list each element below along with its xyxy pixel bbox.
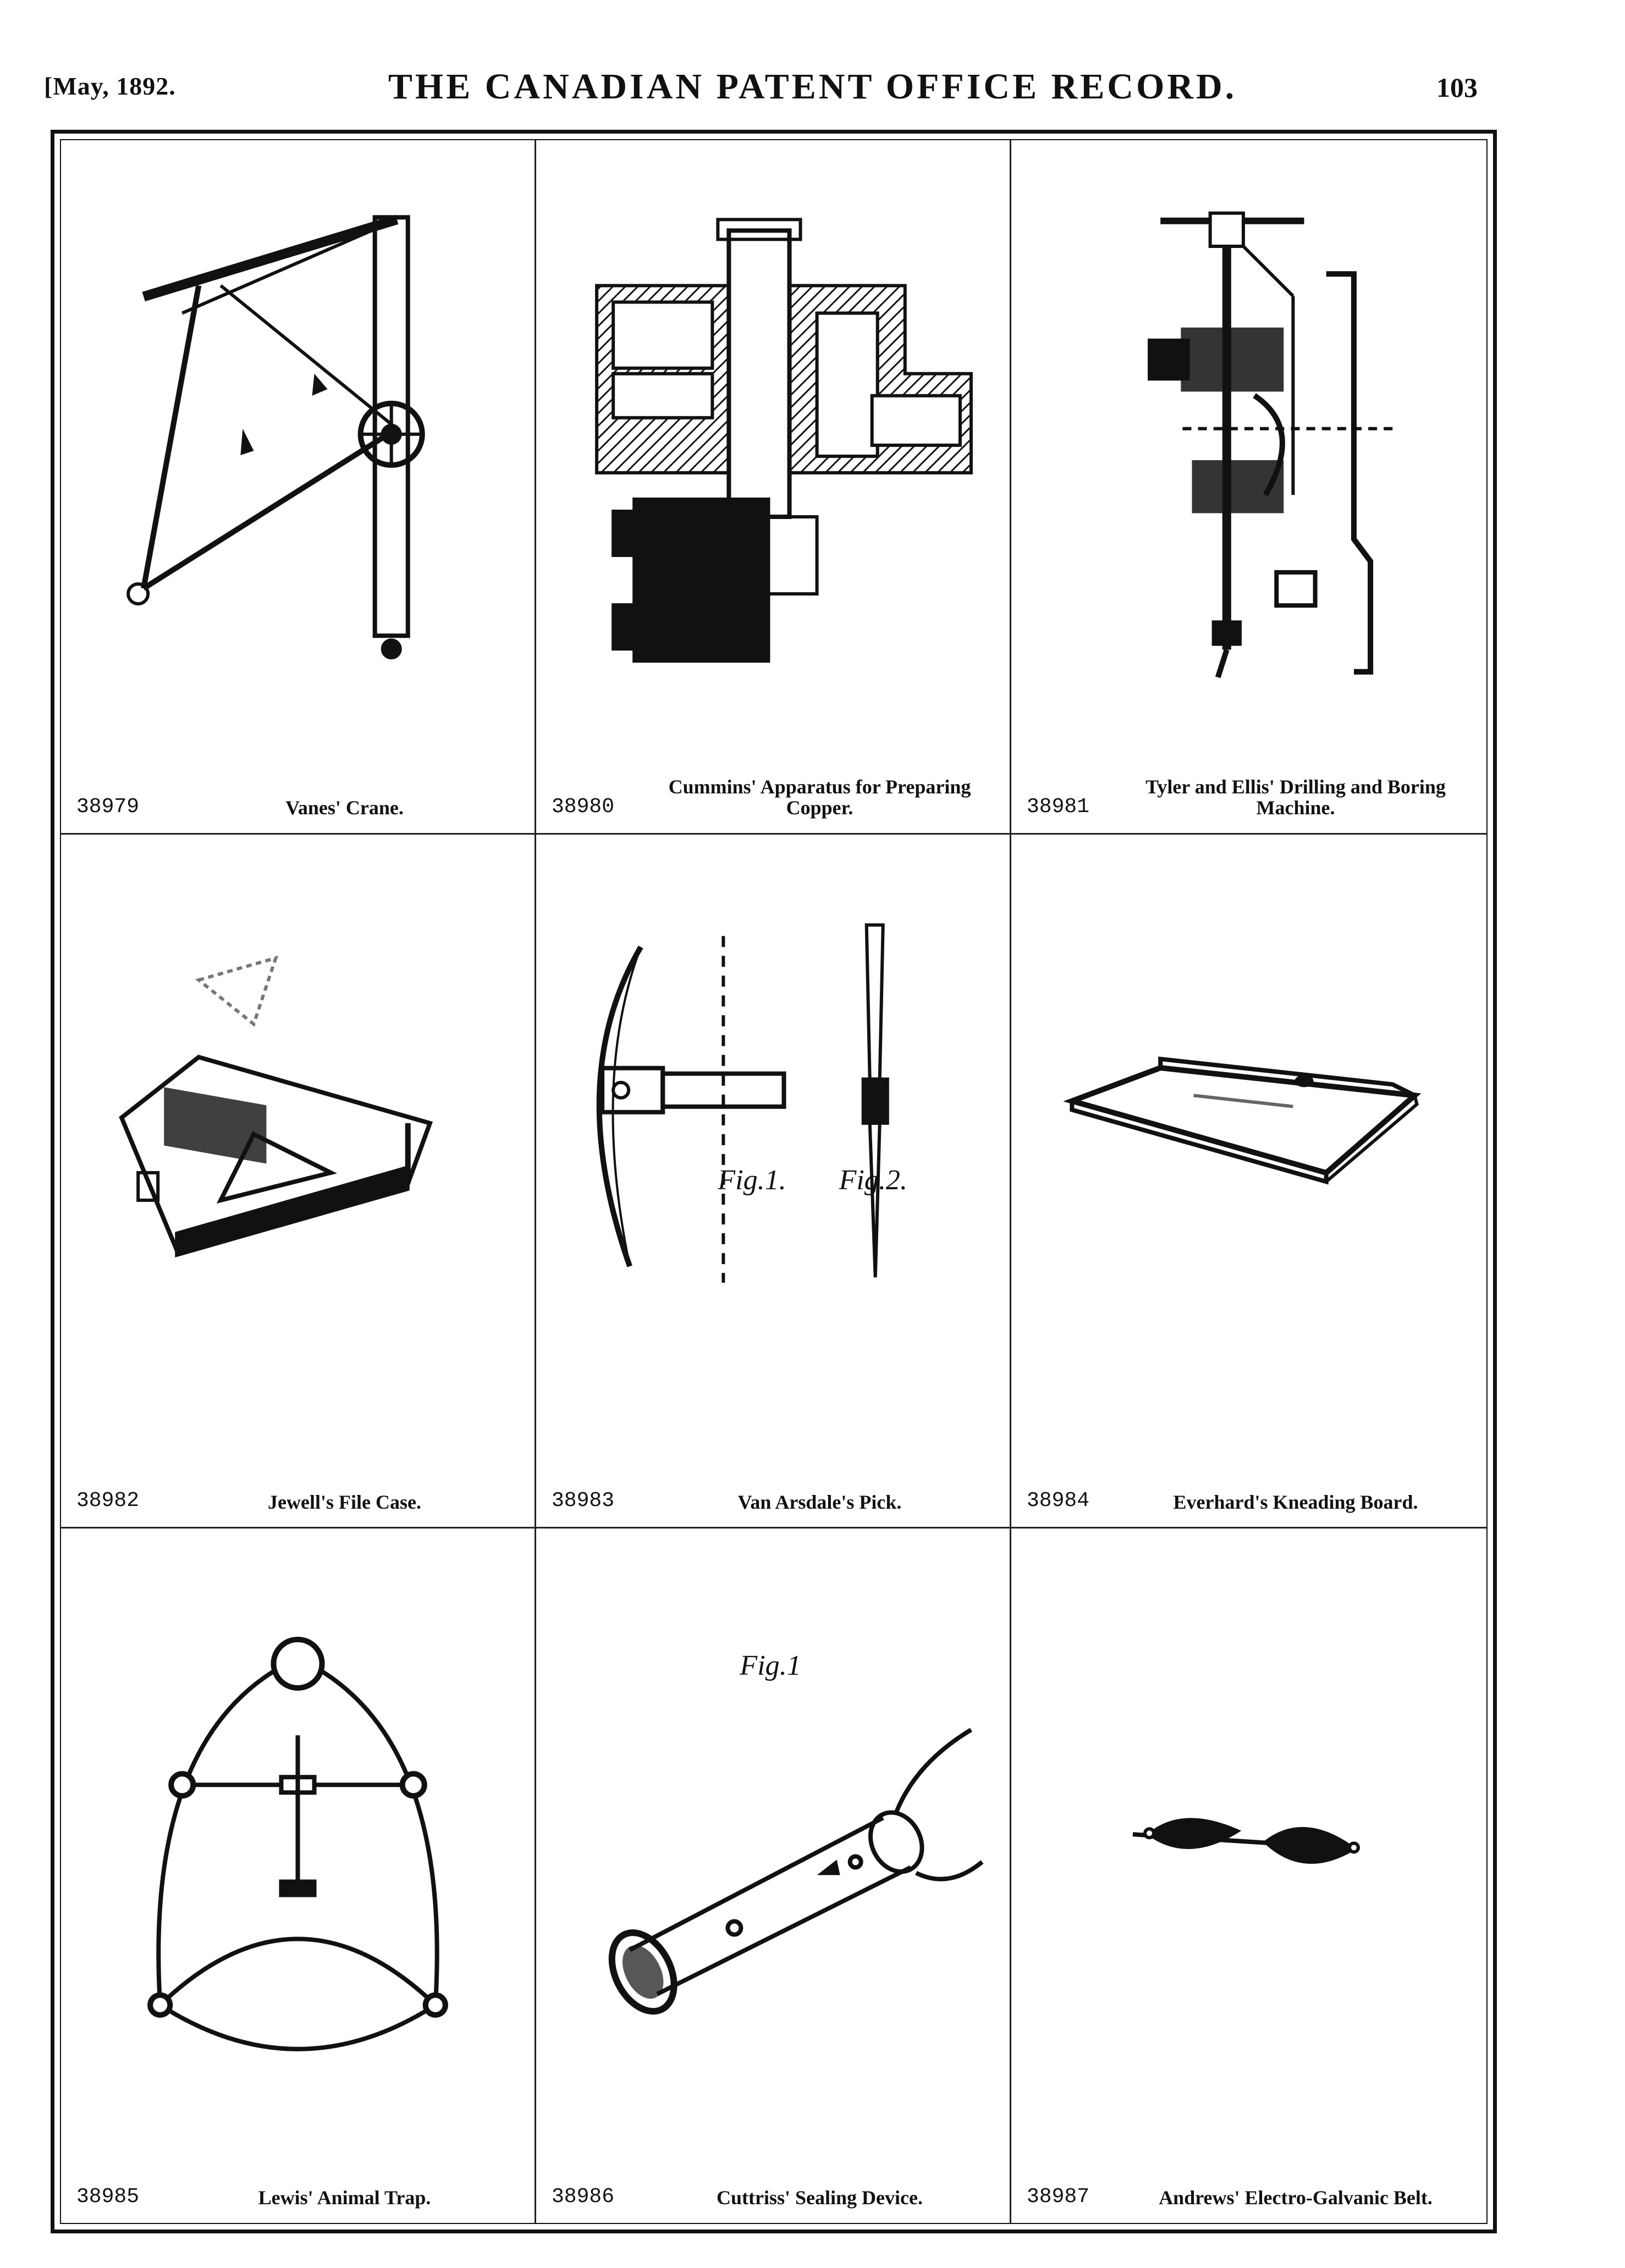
pick-fig2-label: Fig.2.: [839, 1165, 907, 1196]
patent-cell-animal-trap: 38985 Lewis' Animal Trap.: [61, 1528, 536, 2223]
patent-title: Jewell's File Case.: [268, 1491, 421, 1513]
patent-caption: 38982 Jewell's File Case.: [72, 1456, 524, 1517]
patent-caption: 38986 Cuttriss' Sealing Device.: [547, 2153, 999, 2213]
sealing-device-drawing: Fig.1: [553, 1539, 993, 2140]
patent-number: 38982: [76, 1489, 140, 1513]
patent-caption: 38987 Andrews' Electro-Galvanic Belt.: [1022, 2153, 1475, 2213]
patent-caption: 38980 Cummins' Apparatus for Preparing C…: [547, 763, 999, 823]
crane-drawing: [78, 151, 518, 751]
galvanic-belt-drawing: [1028, 1539, 1470, 2140]
patent-cell-galvanic-belt: 38987 Andrews' Electro-Galvanic Belt.: [1011, 1528, 1486, 2223]
publication-title: THE CANADIAN PATENT OFFICE RECORD.: [388, 67, 1237, 107]
patent-title: Vanes' Crane.: [285, 796, 404, 819]
patent-title: Everhard's Kneading Board.: [1173, 1491, 1418, 1513]
patent-title: Andrews' Electro-Galvanic Belt.: [1159, 2187, 1433, 2209]
patent-number: 38987: [1027, 2184, 1090, 2209]
patent-cell-pick: Fig.1. Fig.2. 38983 Van Arsdale's Pick.: [536, 834, 1011, 1529]
patent-plate-frame: 38979 Vanes' Crane.: [51, 130, 1497, 2233]
patent-number: 38980: [552, 794, 615, 819]
patent-caption: 38983 Van Arsdale's Pick.: [547, 1456, 999, 1517]
patent-cell-drilling-machine: 38981 Tyler and Ellis' Drilling and Bori…: [1011, 140, 1486, 835]
patent-number: 38979: [76, 794, 140, 819]
animal-trap-drawing: [78, 1539, 518, 2140]
patent-grid: 38979 Vanes' Crane.: [60, 139, 1488, 2224]
patent-cell-file-case: 38982 Jewell's File Case.: [61, 834, 536, 1529]
patent-title: Cuttriss' Sealing Device.: [717, 2187, 923, 2209]
page-header: [May, 1892. THE CANADIAN PATENT OFFICE R…: [0, 0, 1625, 126]
kneading-board-drawing: [1028, 846, 1470, 1445]
sealing-fig1-label: Fig.1: [739, 1650, 801, 1681]
patent-number: 38985: [76, 2184, 140, 2209]
patent-title: Van Arsdale's Pick.: [737, 1491, 902, 1513]
patent-number: 38983: [552, 1489, 615, 1513]
patent-caption: 38985 Lewis' Animal Trap.: [72, 2153, 524, 2213]
patent-title: Lewis' Animal Trap.: [258, 2187, 431, 2209]
drilling-machine-drawing: [1028, 151, 1470, 751]
patent-cell-crane: 38979 Vanes' Crane.: [61, 140, 536, 835]
patent-title: Tyler and Ellis' Drilling and Boring Mac…: [1145, 776, 1446, 819]
pick-fig1-label: Fig.1.: [717, 1165, 786, 1196]
patent-caption: 38979 Vanes' Crane.: [72, 763, 524, 823]
patent-number: 38986: [552, 2184, 615, 2209]
patent-caption: 38984 Everhard's Kneading Board.: [1022, 1456, 1475, 1517]
patent-caption: 38981 Tyler and Ellis' Drilling and Bori…: [1022, 763, 1475, 823]
pick-drawing: Fig.1. Fig.2.: [553, 846, 993, 1445]
patent-title: Cummins' Apparatus for Preparing Copper.: [668, 776, 971, 819]
issue-date: [May, 1892.: [44, 72, 176, 100]
patent-cell-sealing-device: Fig.1 38986 Cuttriss' Sealing Device.: [536, 1528, 1011, 2223]
patent-number: 38981: [1027, 794, 1090, 819]
patent-number: 38984: [1027, 1489, 1090, 1513]
patent-cell-kneading-board: 38984 Everhard's Kneading Board.: [1011, 835, 1486, 1529]
patent-cell-copper-apparatus: 38980 Cummins' Apparatus for Preparing C…: [536, 140, 1011, 835]
copper-apparatus-drawing: [553, 151, 993, 751]
page-number: 103: [1436, 72, 1478, 103]
file-case-drawing: [78, 846, 518, 1445]
